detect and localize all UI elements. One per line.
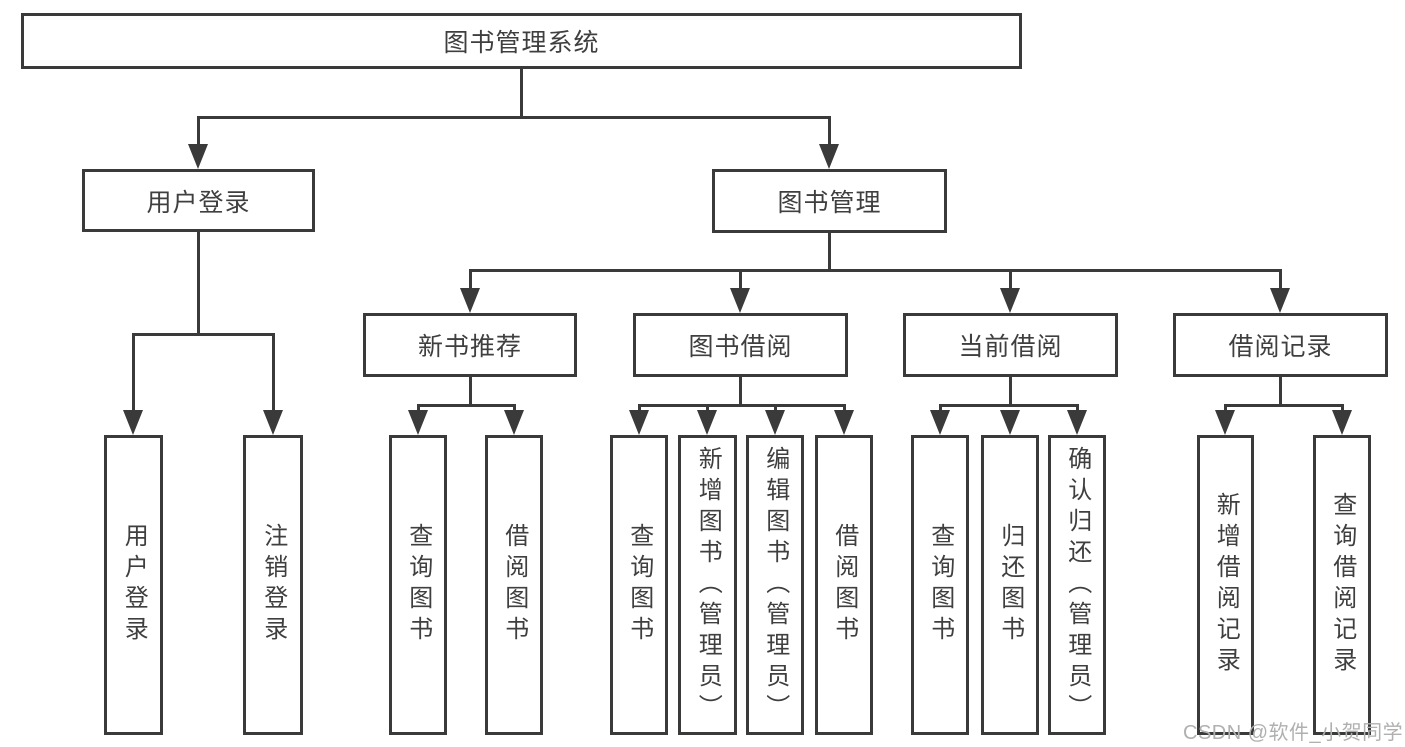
node-book-borrowing: 图书借阅 <box>633 313 848 377</box>
connector-line <box>520 68 523 118</box>
leaf-borrow-books: 借阅图书 <box>815 435 873 735</box>
csdn-watermark: CSDN @软件_小贺同学 <box>1183 722 1404 744</box>
leaf-user-login: 用户登录 <box>104 435 163 735</box>
leaf-logout: 注销登录 <box>243 435 303 735</box>
connector-line <box>739 269 742 297</box>
arrowhead <box>629 410 649 435</box>
connector-line <box>1009 377 1012 407</box>
arrowhead <box>1270 288 1290 313</box>
connector-line <box>1279 377 1282 407</box>
connector-line <box>1009 269 1012 297</box>
connector-line <box>132 333 275 336</box>
connector-line <box>828 232 831 272</box>
connector-line <box>828 116 831 154</box>
connector-line <box>469 269 472 297</box>
connector-line <box>638 404 846 407</box>
connector-line <box>1279 269 1282 297</box>
arrowhead <box>930 410 950 435</box>
arrowhead <box>730 288 750 313</box>
arrowhead <box>408 410 428 435</box>
node-current-borrowing: 当前借阅 <box>903 313 1118 377</box>
connector-line <box>197 232 200 336</box>
connector-line <box>132 333 135 413</box>
arrowhead <box>263 410 283 435</box>
arrowhead <box>1215 410 1235 435</box>
arrowhead <box>1332 410 1352 435</box>
arrowhead <box>188 144 208 169</box>
connector-line <box>469 269 1282 272</box>
arrowhead <box>1000 410 1020 435</box>
leaf-query-books-recommend: 查询图书 <box>389 435 447 735</box>
arrowhead <box>765 410 785 435</box>
connector-line <box>1224 404 1344 407</box>
arrowhead <box>504 410 524 435</box>
connector-line <box>939 404 1079 407</box>
arrowhead <box>819 144 839 169</box>
leaf-query-books-borrow: 查询图书 <box>610 435 668 735</box>
leaf-add-book-admin: 新增图书（管理员） <box>678 435 737 735</box>
node-book-management: 图书管理 <box>712 169 947 233</box>
leaf-edit-book-admin: 编辑图书（管理员） <box>746 435 804 735</box>
leaf-borrow-books-recommend: 借阅图书 <box>485 435 543 735</box>
arrowhead <box>697 410 717 435</box>
node-user-login: 用户登录 <box>82 169 315 232</box>
connector-line <box>469 377 472 407</box>
leaf-query-books-current: 查询图书 <box>911 435 969 735</box>
node-borrowing-records: 借阅记录 <box>1173 313 1388 377</box>
arrowhead <box>460 288 480 313</box>
connector-line <box>197 116 831 119</box>
arrowhead <box>1067 410 1087 435</box>
connector-line <box>197 116 200 154</box>
leaf-query-borrow-record: 查询借阅记录 <box>1313 435 1371 735</box>
node-new-book-recommendation: 新书推荐 <box>363 313 577 377</box>
leaf-add-borrow-record: 新增借阅记录 <box>1197 435 1254 735</box>
leaf-return-books: 归还图书 <box>981 435 1039 735</box>
arrowhead <box>1000 288 1020 313</box>
arrowhead <box>834 410 854 435</box>
connector-line <box>739 377 742 407</box>
connector-line <box>417 404 516 407</box>
node-book-management-system: 图书管理系统 <box>21 13 1022 69</box>
leaf-confirm-return-admin: 确认归还（管理员） <box>1048 435 1106 735</box>
connector-line <box>272 333 275 413</box>
arrowhead <box>123 410 143 435</box>
